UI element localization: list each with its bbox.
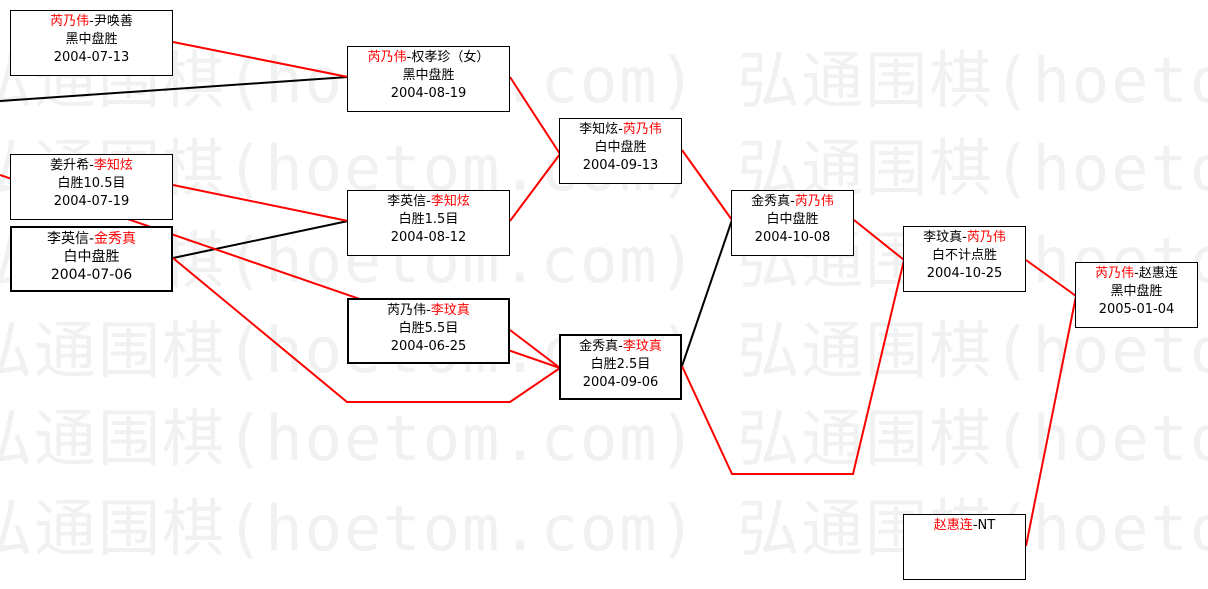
- game-date: 2004-08-12: [390, 230, 467, 245]
- player-name: 金秀真: [94, 231, 137, 247]
- player-name: 芮乃伟: [387, 303, 427, 318]
- game-box[interactable]: 李知炫-芮乃伟 白中盘胜 2004-09-13: [559, 118, 682, 184]
- game-date: 2004-09-13: [582, 158, 659, 173]
- connector-line: [0, 76, 349, 102]
- game-box-highlighted[interactable]: 李英信-金秀真 白中盘胜 2004-07-06: [10, 226, 173, 292]
- connector-line: [509, 153, 561, 222]
- player-name: 金秀真: [579, 339, 619, 354]
- name-separator: -: [790, 194, 795, 209]
- game-result: 白中盘胜: [63, 249, 120, 265]
- player-name: 赵惠连: [1138, 266, 1178, 281]
- connector-line: [1025, 259, 1077, 297]
- game-box[interactable]: 李玟真-芮乃伟 白不计点胜 2004-10-25: [903, 226, 1026, 292]
- connector-line: [1025, 295, 1077, 547]
- game-box[interactable]: 姜升希-李知炫 白胜10.5目 2004-07-19: [10, 154, 173, 220]
- name-separator: -: [426, 194, 431, 209]
- game-result: 黑中盘胜: [65, 32, 118, 47]
- game-result: 白胜5.5目: [398, 321, 459, 336]
- game-box-final[interactable]: 芮乃伟-赵惠连 黑中盘胜 2005-01-04: [1075, 262, 1198, 328]
- player-name: 芮乃伟: [622, 122, 662, 137]
- name-separator: -: [89, 14, 94, 29]
- game-box-highlighted[interactable]: 金秀真-李玟真 白胜2.5目 2004-09-06: [559, 334, 682, 400]
- game-result: 白胜1.5目: [398, 212, 459, 227]
- player-name: 李英信: [387, 194, 427, 209]
- name-separator: -: [89, 158, 94, 173]
- player-name: 李知炫: [430, 194, 470, 209]
- game-date: 2004-10-08: [754, 230, 831, 245]
- game-box[interactable]: 芮乃伟-尹唤善 黑中盘胜 2004-07-13: [10, 10, 173, 76]
- player-name: 李知炫: [579, 122, 619, 137]
- game-result: 白胜2.5目: [590, 357, 651, 372]
- player-name: 赵惠连: [933, 518, 973, 533]
- bye-label: NT: [977, 518, 996, 533]
- connector-line: [681, 259, 905, 475]
- player-name: 芮乃伟: [1095, 266, 1135, 281]
- game-date: 2004-08-19: [390, 86, 467, 101]
- name-separator: -: [618, 122, 623, 137]
- player-name: 李英信: [46, 231, 89, 247]
- game-date: 2005-01-04: [1098, 302, 1175, 317]
- game-box-highlighted[interactable]: 芮乃伟-李玟真 白胜5.5目 2004-06-25: [347, 298, 510, 364]
- name-separator: -: [426, 303, 431, 318]
- name-separator: -: [972, 518, 978, 533]
- game-result: 黑中盘胜: [1110, 284, 1163, 299]
- connector-line: [681, 149, 733, 221]
- game-result: 白中盘胜: [594, 140, 647, 155]
- connector-line: [172, 41, 349, 78]
- player-name: 芮乃伟: [794, 194, 834, 209]
- connector-line: [172, 257, 561, 403]
- connector-line: [509, 329, 561, 369]
- player-name: 权孝珍（女）: [411, 50, 490, 65]
- name-separator: -: [618, 339, 623, 354]
- player-name: 李玟真: [622, 339, 662, 354]
- connector-line: [509, 76, 561, 155]
- game-result: 白不计点胜: [931, 248, 997, 263]
- game-box[interactable]: 金秀真-芮乃伟 白中盘胜 2004-10-08: [731, 190, 854, 256]
- player-name: 芮乃伟: [367, 50, 407, 65]
- game-date: 2004-07-19: [53, 194, 130, 209]
- player-name: 金秀真: [751, 194, 791, 209]
- game-box[interactable]: 芮乃伟-权孝珍（女） 黑中盘胜 2004-08-19: [347, 46, 510, 112]
- game-box-bye[interactable]: 赵惠连-NT: [903, 514, 1026, 580]
- game-result: 黑中盘胜: [402, 68, 455, 83]
- connector-line: [853, 219, 905, 261]
- connector-line: [172, 184, 349, 222]
- game-date: 2004-07-13: [53, 50, 130, 65]
- player-name: 李知炫: [93, 158, 133, 173]
- game-result: 白胜10.5目: [57, 176, 126, 191]
- player-name: 李玟真: [430, 303, 470, 318]
- name-separator: -: [406, 50, 412, 65]
- connector-line: [172, 220, 349, 259]
- game-box[interactable]: 李英信-李知炫 白胜1.5目 2004-08-12: [347, 190, 510, 256]
- name-separator: -: [88, 231, 95, 247]
- game-date: 2004-06-25: [390, 339, 467, 354]
- player-name: 尹唤善: [93, 14, 133, 29]
- game-date: 2004-10-25: [926, 266, 1003, 281]
- game-date: 2004-09-06: [582, 375, 659, 390]
- name-separator: -: [1134, 266, 1139, 281]
- player-name: 姜升希: [50, 158, 90, 173]
- name-separator: -: [962, 230, 967, 245]
- game-result: 白中盘胜: [766, 212, 819, 227]
- game-date: 2004-07-06: [50, 267, 133, 283]
- connector-line: [681, 219, 733, 367]
- player-name: 芮乃伟: [966, 230, 1006, 245]
- player-name: 芮乃伟: [50, 14, 90, 29]
- player-name: 李玟真: [923, 230, 963, 245]
